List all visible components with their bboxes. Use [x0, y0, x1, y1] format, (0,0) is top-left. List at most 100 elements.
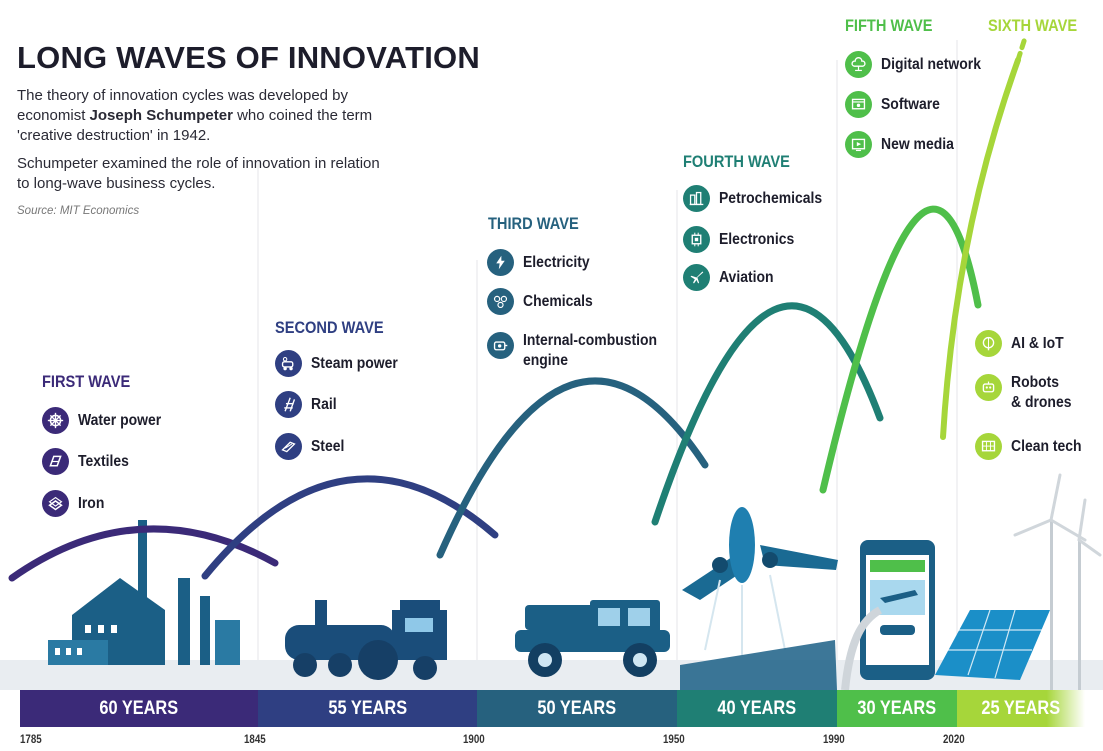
- wave-item-steel: Steel: [275, 433, 348, 460]
- year-label: 1785: [20, 734, 42, 746]
- ai-brain-icon: [975, 330, 1002, 357]
- wave-item-software: Software: [845, 91, 946, 118]
- timeline-segment-fourth: 40 YEARS: [677, 690, 837, 727]
- intro-line: to long-wave business cycles.: [17, 175, 216, 192]
- rail-track-icon: [275, 391, 302, 418]
- intro-line: economist Joseph Schumpeter who coined t…: [17, 106, 372, 126]
- wave-item-label: Robots & drones: [1011, 373, 1071, 413]
- timeline-segment-fifth: 30 YEARS: [837, 690, 957, 727]
- wave-curve-6: [940, 57, 1021, 440]
- wave-item-new-media: New media: [845, 131, 962, 158]
- wave-item-label: Steam power: [311, 354, 398, 372]
- era-dividers: [257, 40, 958, 690]
- wave-item-label: Water power: [78, 411, 162, 429]
- wave-item-water-power: Water power: [42, 407, 170, 434]
- wave-item-label: Clean tech: [1011, 437, 1082, 455]
- wave-title-fifth: FIFTH WAVE: [845, 16, 933, 35]
- wave-item-label-line: engine: [523, 352, 568, 369]
- wave-title-first: FIRST WAVE: [42, 372, 131, 391]
- year-label: 1990: [823, 734, 845, 746]
- wave-item-label: New media: [881, 135, 954, 153]
- steel-beam-icon: [275, 433, 302, 460]
- wave-title-third: THIRD WAVE: [488, 214, 579, 233]
- intro-line: Schumpeter examined the role of innovati…: [17, 155, 380, 172]
- timeline-segment-sixth: 25 YEARS: [957, 690, 1085, 727]
- wave-title-second: SECOND WAVE: [275, 318, 384, 337]
- intro-line: The theory of innovation cycles was deve…: [17, 87, 349, 104]
- segment-label: 50 YEARS: [537, 697, 617, 719]
- segment-label: 55 YEARS: [328, 697, 407, 719]
- wave-item-label: Internal-combustion engine: [523, 331, 657, 371]
- wave-item-chemicals: Chemicals: [487, 288, 601, 315]
- wave-item-aviation: Aviation: [683, 264, 780, 291]
- wave-item-label-line: & drones: [1011, 394, 1072, 411]
- molecule-icon: [487, 288, 514, 315]
- wave-item-robots-drones: Robots & drones: [975, 373, 1078, 413]
- wave-item-petrochemicals: Petrochemicals: [683, 185, 834, 212]
- steam-engine-icon: [275, 350, 302, 377]
- cloud-network-icon: [845, 51, 872, 78]
- wave-item-label: Electronics: [719, 230, 795, 248]
- vintage-car-illustration: [515, 600, 670, 677]
- iron-bricks-icon: [42, 490, 69, 517]
- segment-label: 25 YEARS: [981, 697, 1061, 719]
- fabric-icon: [42, 448, 69, 475]
- wave-item-label: Software: [881, 95, 940, 113]
- intro-line: 'creative destruction' in 1942.: [17, 127, 211, 144]
- robot-icon: [975, 374, 1002, 401]
- segment-label: 60 YEARS: [99, 697, 179, 719]
- wave-item-textiles: Textiles: [42, 448, 135, 475]
- wave-item-label: Iron: [78, 494, 105, 512]
- timeline-segment-second: 55 YEARS: [258, 690, 477, 727]
- year-label: 1950: [663, 734, 685, 746]
- engine-icon: [487, 332, 514, 359]
- media-player-icon: [845, 131, 872, 158]
- wave-item-steam-power: Steam power: [275, 350, 407, 377]
- timeline-segment-first: 60 YEARS: [20, 690, 258, 727]
- airplane-icon: [683, 264, 710, 291]
- wave-title-sixth: SIXTH WAVE: [988, 16, 1078, 35]
- wave-item-clean-tech: Clean tech: [975, 433, 1089, 460]
- water-wheel-icon: [42, 407, 69, 434]
- schumpeter-name: Joseph Schumpeter: [89, 107, 233, 124]
- wave-item-label: Aviation: [719, 268, 774, 286]
- wave-item-ai-iot: AI & IoT: [975, 330, 1070, 357]
- airplane-illustration: [680, 507, 838, 690]
- wave-item-label: Steel: [311, 437, 345, 455]
- wave-item-rail: Rail: [275, 391, 339, 418]
- segment-label: 40 YEARS: [717, 697, 797, 719]
- wave-item-label-line: Robots: [1011, 374, 1060, 391]
- wave-item-electricity: Electricity: [487, 249, 597, 276]
- lightning-icon: [487, 249, 514, 276]
- wave-item-label: Petrochemicals: [719, 189, 823, 207]
- intro-text: economist: [17, 107, 90, 124]
- wave-item-label: Electricity: [523, 253, 590, 271]
- wave-curve-3: [436, 377, 709, 559]
- wave-curve-1: [8, 525, 279, 582]
- microchip-icon: [683, 226, 710, 253]
- clean-energy-illustration: [935, 473, 1102, 690]
- year-label: 1900: [463, 734, 485, 746]
- refinery-icon: [683, 185, 710, 212]
- blank-label-box: [617, 203, 663, 240]
- source-note: Source: MIT Economics: [17, 205, 140, 217]
- page-title: LONG WAVES OF INNOVATION: [17, 40, 480, 75]
- factory-illustration: [48, 520, 240, 665]
- wave-curve-6-future: [1015, 35, 1028, 63]
- wave-item-internal-combustion-engine: Internal-combustion engine: [487, 331, 672, 371]
- segment-label: 30 YEARS: [857, 697, 937, 719]
- wave-curve-2: [201, 475, 499, 580]
- year-label: 2020: [943, 734, 965, 746]
- intro-text: who coined the term: [232, 107, 373, 124]
- timeline-segment-third: 50 YEARS: [477, 690, 677, 727]
- solar-panel-icon: [975, 433, 1002, 460]
- wave-item-label: Chemicals: [523, 292, 593, 310]
- wave-curves: [8, 35, 1028, 582]
- year-label: 1845: [244, 734, 266, 746]
- wave-item-label-line: Internal-combustion: [523, 332, 658, 349]
- intro-paragraph-2: Schumpeter examined the role of innovati…: [17, 154, 380, 194]
- intro-paragraph-1: The theory of innovation cycles was deve…: [17, 86, 372, 146]
- wave-curve-4: [651, 302, 884, 526]
